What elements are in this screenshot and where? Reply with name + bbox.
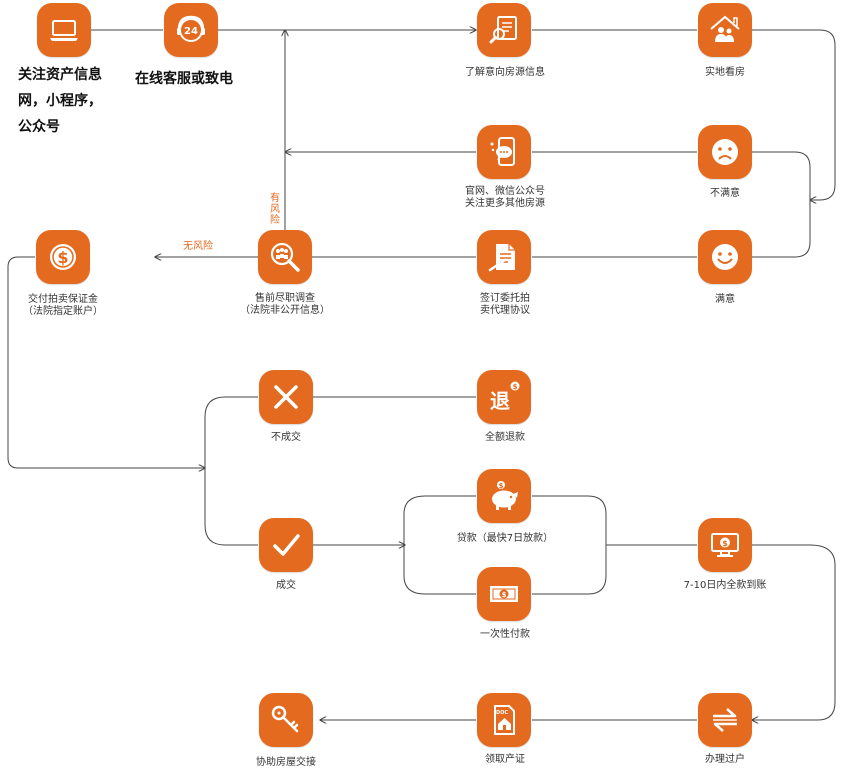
step-customer-service: 24 bbox=[164, 3, 218, 57]
step-full-refund-label: 全额退款 bbox=[485, 432, 525, 443]
piggy-bank-icon: $ bbox=[487, 479, 521, 513]
step-site-visit bbox=[698, 3, 752, 57]
search-document-icon bbox=[487, 13, 521, 47]
step-handover bbox=[259, 693, 313, 747]
line-nodeal-branch bbox=[204, 396, 258, 546]
step-other-listings-label: 官网、微信公众号 关注更多其他房源 bbox=[465, 186, 545, 209]
step-sign-agreement bbox=[477, 230, 531, 284]
step-full-payment: $ bbox=[698, 518, 752, 572]
step-full-payment-label: 7-10日内全款到账 bbox=[683, 580, 767, 591]
step-full-refund: 退$ bbox=[477, 370, 531, 424]
svg-text:24: 24 bbox=[184, 26, 198, 37]
line-visit-to-unsatisfied bbox=[752, 29, 836, 200]
svg-text:$: $ bbox=[502, 591, 507, 599]
step-deal-label: 成交 bbox=[276, 580, 296, 591]
banknote-icon: $ bbox=[487, 577, 521, 611]
step-sign-agreement-label: 签订委托拍 卖代理协议 bbox=[480, 293, 530, 316]
step-learn-listing bbox=[477, 3, 531, 57]
house-people-icon bbox=[708, 13, 742, 47]
happy-face-icon bbox=[708, 240, 742, 274]
step-no-deal-label: 不成交 bbox=[271, 432, 301, 443]
step-learn-listing-label: 了解意向房源信息 bbox=[465, 67, 545, 78]
check-icon bbox=[269, 528, 303, 562]
property-certificate-icon: DOC bbox=[487, 703, 521, 737]
step-due-diligence bbox=[258, 230, 312, 284]
sad-face-icon bbox=[708, 135, 742, 169]
step-handover-label: 协助房屋交接 bbox=[256, 757, 316, 768]
line-unsatisfied-to-satisfied bbox=[752, 151, 811, 258]
svg-text:$: $ bbox=[722, 539, 728, 548]
step-one-time-payment: $ bbox=[477, 567, 531, 621]
svg-text:$: $ bbox=[513, 383, 518, 391]
dollar-coin-icon: $ bbox=[46, 240, 80, 274]
transfer-arrows-icon bbox=[708, 703, 742, 737]
step-deposit-label: 交付拍卖保证金 （法院指定账户） bbox=[23, 294, 103, 317]
people-magnifier-icon bbox=[268, 240, 302, 274]
step-transfer-label: 办理过户 bbox=[705, 754, 745, 765]
refund-icon: 退$ bbox=[487, 380, 521, 414]
step-deposit: $ bbox=[36, 230, 90, 284]
cross-icon bbox=[269, 380, 303, 414]
phone-chat-icon bbox=[487, 135, 521, 169]
line-full-to-transfer bbox=[752, 544, 836, 720]
step-loan-label: 贷款（最快7日放款） bbox=[456, 533, 554, 544]
customer-service-text: 在线客服或致电 bbox=[135, 71, 233, 87]
step-unsatisfied bbox=[698, 125, 752, 179]
step-one-time-payment-label: 一次性付款 bbox=[480, 629, 530, 640]
line-deposit-loop bbox=[7, 256, 205, 468]
keys-icon bbox=[269, 703, 303, 737]
step-certificate: DOC bbox=[477, 693, 531, 747]
svg-text:$: $ bbox=[499, 482, 504, 490]
screen-money-icon: $ bbox=[708, 528, 742, 562]
step-loan: $ bbox=[477, 469, 531, 523]
step-due-diligence-label: 售前尽职调查 （法院非公开信息） bbox=[240, 293, 330, 316]
contract-icon bbox=[487, 240, 521, 274]
has-risk-label: 有 风 险 bbox=[270, 193, 280, 226]
step-satisfied bbox=[698, 230, 752, 284]
follow-channels-text: 关注资产信息 网，小程序， 公众号 bbox=[18, 67, 102, 135]
step-no-deal bbox=[259, 370, 313, 424]
svg-text:DOC: DOC bbox=[496, 710, 508, 716]
step-satisfied-label: 满意 bbox=[715, 294, 735, 305]
step-deal bbox=[259, 518, 313, 572]
step-transfer bbox=[698, 693, 752, 747]
no-risk-label: 无风险 bbox=[183, 241, 213, 252]
service-24-icon: 24 bbox=[174, 13, 208, 47]
svg-text:$: $ bbox=[57, 248, 68, 267]
step-site-visit-label: 实地看房 bbox=[705, 67, 745, 78]
step-follow-channels bbox=[37, 3, 91, 57]
step-certificate-label: 领取产证 bbox=[485, 754, 525, 765]
step-unsatisfied-label: 不满意 bbox=[710, 188, 740, 199]
svg-text:退: 退 bbox=[490, 389, 510, 413]
laptop-icon bbox=[47, 13, 81, 47]
step-other-listings bbox=[477, 125, 531, 179]
